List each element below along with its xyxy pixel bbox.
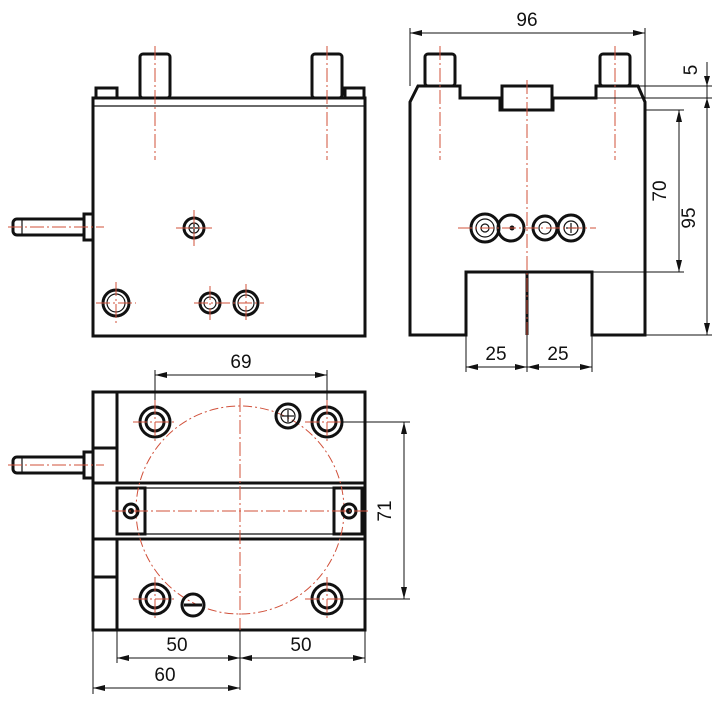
dim-height-95: 95 (679, 207, 700, 228)
dim-left-50: 50 (166, 635, 187, 656)
top-screw-icon (274, 402, 302, 430)
top-view (8, 390, 370, 640)
dim-right-50: 50 (290, 635, 311, 656)
dim-slot-right-25: 25 (547, 344, 568, 365)
dim-width-96: 96 (516, 10, 537, 31)
dim-base-60: 60 (154, 665, 175, 686)
side-view (408, 46, 647, 340)
slotted-screw-icon (180, 592, 206, 618)
dim-step-5: 5 (681, 65, 702, 76)
dim-pitch-69: 69 (230, 352, 251, 373)
dim-slot-left-25: 25 (485, 344, 506, 365)
side-dimensions: 96 5 70 95 25 25 (409, 10, 712, 372)
dim-height-70: 70 (650, 180, 671, 201)
front-body (91, 96, 367, 338)
front-view (8, 46, 367, 338)
dim-pitch-71: 71 (375, 500, 396, 521)
top-dimensions: 69 71 50 50 60 (92, 352, 410, 694)
